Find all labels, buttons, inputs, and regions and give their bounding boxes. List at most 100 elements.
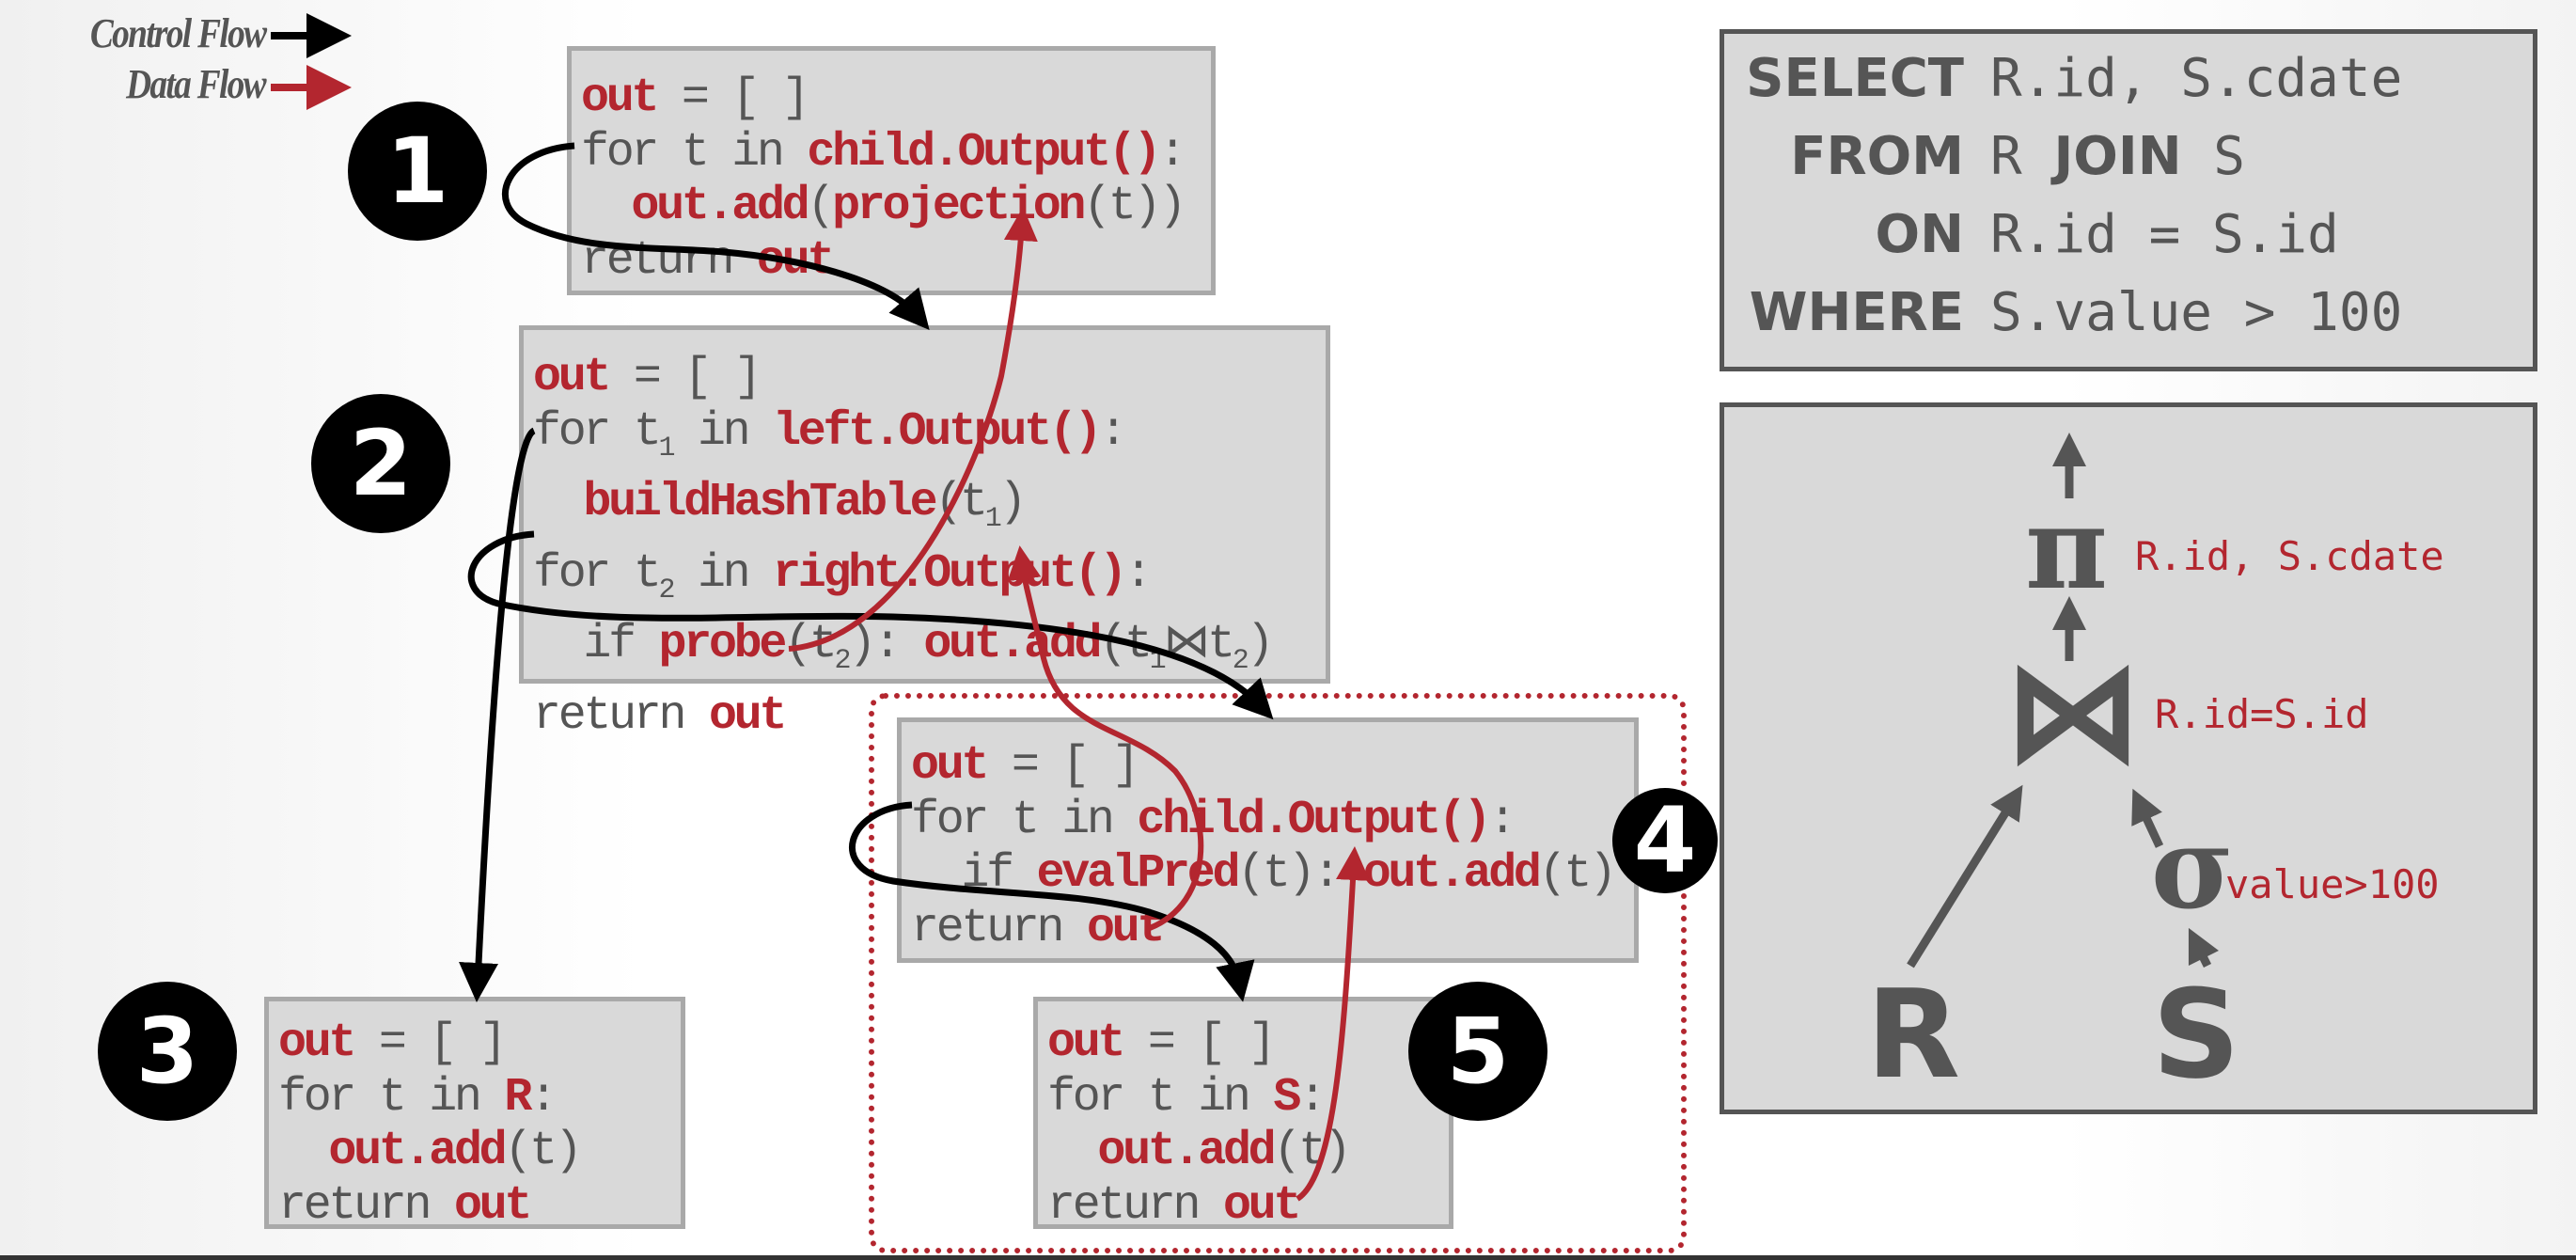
- code-token: right.Output(): [773, 546, 1127, 601]
- code-token: out.add: [1362, 847, 1542, 901]
- code-token: ):: [848, 618, 924, 671]
- code-token: out.add: [328, 1125, 507, 1178]
- code-line: out = [ ]: [1047, 1016, 1348, 1071]
- step-4-badge: 4: [1612, 788, 1718, 893]
- code-token: = [ ]: [1123, 1016, 1277, 1070]
- code-token: for t: [533, 404, 662, 459]
- code-line: for t2 in right.Output():: [533, 547, 1271, 619]
- control-flow-arrow-1: [501, 142, 930, 330]
- sql-table-r: R: [1990, 126, 2054, 187]
- sql-query-box: SELECT R.id, S.cdate FROM R JOIN S ON R.…: [1720, 29, 2537, 371]
- code-token: out: [1222, 1178, 1301, 1233]
- control-flow-arrow-3: [467, 530, 1274, 720]
- code-token: ): [998, 476, 1027, 529]
- step-1-badge: 1: [348, 102, 487, 241]
- code-token: R: [504, 1070, 532, 1125]
- code-token: = [ ]: [986, 739, 1140, 793]
- code-token: out.add: [631, 180, 809, 233]
- sql-keyword: ON: [1875, 204, 1964, 265]
- code-token: (t):: [1237, 847, 1363, 901]
- data-flow-arrow-3: [1296, 846, 1370, 1202]
- sql-on-line: ON R.id = S.id: [1724, 197, 2533, 273]
- step-2-badge: 2: [311, 394, 450, 533]
- code-line: for t1 in left.Output():: [533, 405, 1271, 477]
- code-token: left.Output(): [773, 404, 1102, 459]
- code-line: out.add(t): [278, 1125, 582, 1179]
- code-token: t: [1207, 618, 1235, 671]
- bottom-divider: [0, 1255, 2576, 1260]
- sql-keyword: SELECT: [1746, 48, 1964, 109]
- relation-s: S: [2152, 963, 2240, 1106]
- code-token: (t): [1538, 847, 1617, 901]
- legend-control-flow: Control Flow: [89, 10, 267, 56]
- code-token: (t): [504, 1125, 582, 1178]
- code-token: S: [1273, 1070, 1301, 1125]
- code-token: for t: [533, 546, 662, 601]
- code-token: for t in: [581, 125, 808, 180]
- selection-to-join-arrow: [2131, 788, 2164, 848]
- code-token: if: [533, 618, 659, 671]
- code-line: buildHashTable(t1): [533, 476, 1271, 547]
- legend-data-flow: Data Flow: [126, 61, 267, 107]
- code-token: for t in: [911, 793, 1138, 847]
- selection-label: value>100: [2225, 861, 2440, 907]
- control-flow-arrow-4: [849, 801, 1255, 1002]
- code-token: :: [1488, 793, 1516, 847]
- code-token: :: [529, 1070, 558, 1125]
- sql-join-keyword: JOIN: [2053, 126, 2182, 187]
- code-token: :: [1158, 125, 1186, 180]
- code-token: = [ ]: [608, 351, 762, 404]
- code-token: probe: [658, 618, 788, 671]
- scan-r-operator-box: out = [ ]for t in R: out.add(t)return ou…: [264, 997, 685, 1233]
- sql-where-line: WHERE S.value > 100: [1724, 276, 2533, 351]
- step-3-badge: 3: [98, 982, 237, 1121]
- code-token: (t)): [1083, 180, 1186, 233]
- code-token: out: [708, 688, 787, 743]
- projection-label: R.id, S.cdate: [2135, 533, 2444, 579]
- data-flow-arrow-1: [788, 207, 1038, 652]
- code-token: :: [1123, 546, 1153, 601]
- code-line: return out: [1047, 1179, 1348, 1234]
- projection-symbol: π: [2025, 482, 2108, 615]
- join-label: R.id=S.id: [2155, 691, 2369, 737]
- s-to-selection-arrow: [2188, 927, 2220, 969]
- sql-value: S.value > 100: [1990, 282, 2403, 343]
- code-token: = [ ]: [656, 71, 810, 125]
- code-token: return: [278, 1178, 454, 1233]
- code-token: out: [278, 1016, 356, 1070]
- code-token: = [ ]: [353, 1016, 508, 1070]
- code-token: return: [911, 901, 1087, 955]
- code-token: for t in: [1047, 1070, 1274, 1125]
- code-token: buildHashTable: [583, 476, 937, 529]
- code-subscript: 2: [834, 645, 851, 677]
- code-token: in: [672, 546, 774, 601]
- code-token: out: [911, 739, 989, 793]
- code-token: child.Output(): [807, 125, 1161, 180]
- code-line: for t in S:: [1047, 1071, 1348, 1126]
- code-token: (: [807, 180, 835, 233]
- code-token: out.add: [1097, 1125, 1276, 1178]
- relation-r: R: [1866, 963, 1960, 1106]
- code-line: out = [ ]: [911, 739, 1614, 794]
- selection-operator-box: out = [ ]for t in child.Output(): if eva…: [897, 717, 1639, 963]
- code-line: out = [ ]: [278, 1016, 579, 1071]
- code-token: out: [1047, 1016, 1125, 1070]
- code-token: return: [533, 688, 709, 743]
- code-line: return out: [533, 689, 1271, 744]
- query-plan-tree-box: [1720, 402, 2537, 1114]
- sql-value: R.id = S.id: [1990, 204, 2339, 265]
- code-token: in: [672, 404, 774, 459]
- code-subscript: 2: [658, 574, 676, 606]
- data-flow-arrow-2: [1007, 545, 1204, 931]
- code-line: out.add(projection(t)): [581, 180, 1186, 234]
- code-line: for t in R:: [278, 1071, 579, 1126]
- projection-operator-box: out = [ ]for t in child.Output(): out.ad…: [567, 46, 1216, 295]
- step-5-badge: 5: [1408, 982, 1547, 1121]
- code-token: for t in: [278, 1070, 505, 1125]
- code-token: (t): [1273, 1125, 1351, 1178]
- code-line: return out: [278, 1179, 579, 1234]
- code-token: :: [1099, 404, 1127, 459]
- selection-symbol: σ: [2151, 802, 2234, 935]
